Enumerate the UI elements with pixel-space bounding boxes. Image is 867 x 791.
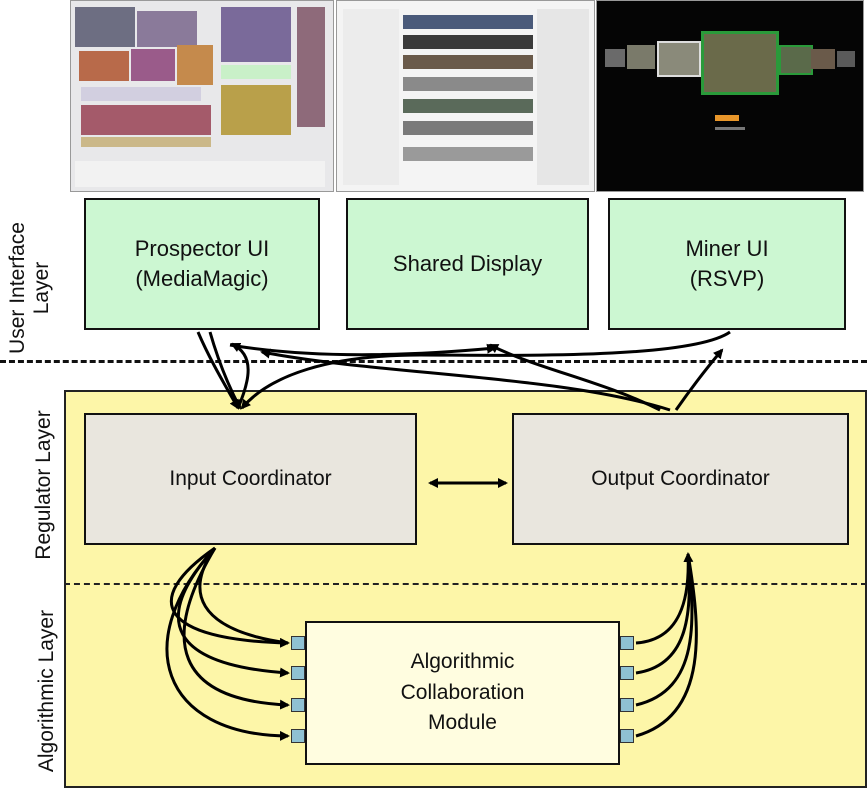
miner-ui-box: Miner UI (RSVP) <box>608 198 846 330</box>
input-coordinator-label: Input Coordinator <box>169 467 332 490</box>
output-to-prospector-arrow <box>260 348 671 412</box>
module-output-port <box>620 698 634 712</box>
rsvp-screenshot <box>596 0 864 192</box>
module-label-line3: Module <box>428 711 497 735</box>
module-input-port <box>291 698 305 712</box>
prospector-to-input-arrow <box>196 331 240 410</box>
ui-regulator-separator <box>0 360 867 363</box>
port-to-output-arrow <box>635 552 694 645</box>
output-coordinator-label: Output Coordinator <box>591 467 770 490</box>
input-coordinator-box: Input Coordinator <box>84 413 417 545</box>
input-to-port-arrow <box>182 547 290 710</box>
prospector-ui-subtitle: (MediaMagic) <box>135 266 269 291</box>
module-input-port <box>291 666 305 680</box>
prospector-to-input-arrow-2 <box>208 331 242 410</box>
miner-ui-subtitle: (RSVP) <box>689 266 765 291</box>
module-input-port <box>291 729 305 743</box>
regulator-algorithmic-separator <box>64 583 867 585</box>
miner-ui-title: Miner UI <box>685 236 769 262</box>
miner-to-input-arrow <box>240 330 731 410</box>
input-to-port-arrow <box>177 546 290 678</box>
module-label-line2: Collaboration <box>400 680 525 704</box>
module-label-line1: Algorithmic <box>410 650 515 674</box>
module-output-port <box>620 729 634 743</box>
input-to-port-arrow <box>170 546 290 648</box>
shared-display-title: Shared Display <box>392 251 543 277</box>
output-coordinator-box: Output Coordinator <box>512 413 849 545</box>
algorithmic-collaboration-module: Algorithmic Collaboration Module <box>305 621 620 765</box>
input-to-port-arrow <box>165 546 290 741</box>
port-to-output-arrow <box>635 553 698 738</box>
shared-display-screenshot <box>336 0 595 192</box>
module-output-port <box>620 636 634 650</box>
output-to-miner-arrow <box>674 348 724 411</box>
prospector-ui-box: Prospector UI (MediaMagic) <box>84 198 320 330</box>
shared-display-box: Shared Display <box>346 198 589 330</box>
module-output-port <box>620 666 634 680</box>
mediamagic-screenshot <box>70 0 334 192</box>
module-input-port <box>291 636 305 650</box>
prospector-ui-title: Prospector UI <box>134 236 270 262</box>
input-to-port-arrow <box>198 547 289 645</box>
